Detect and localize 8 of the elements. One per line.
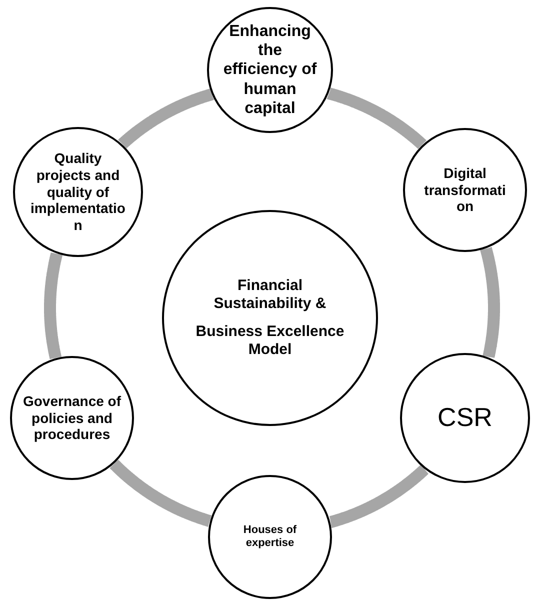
node-text: Governance of policies and procedures — [22, 392, 122, 444]
node-text: CSR — [438, 402, 492, 434]
node-text: Enhancing the efficiency of human capital — [222, 22, 318, 118]
node-text: Business Excellence Model — [194, 323, 346, 359]
node-text: Financial Sustainability & — [212, 277, 328, 313]
node-text: Digital transformation — [423, 164, 507, 216]
node-text: Houses of expertise — [242, 524, 298, 550]
node-text: Quality projects and quality of implementation — [30, 150, 126, 234]
